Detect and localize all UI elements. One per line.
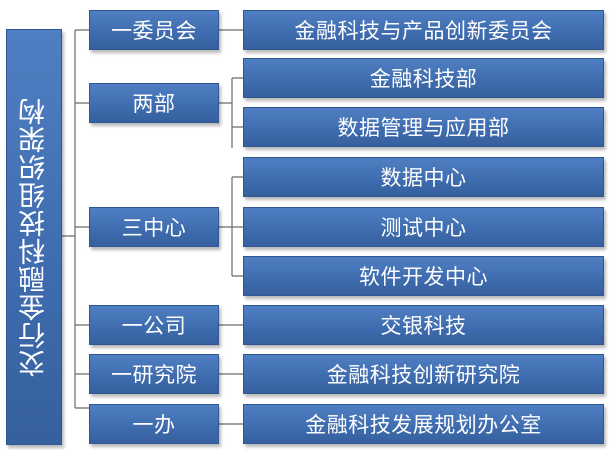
- unit-fintech-planning-office: 金融科技发展规划办公室: [243, 404, 604, 444]
- root-connector: [62, 29, 89, 409]
- unit-data-center: 数据中心: [243, 157, 604, 197]
- category-departments: 两部: [89, 83, 219, 123]
- category-office: 一办: [89, 404, 219, 444]
- category-committee: 一委员会: [89, 10, 219, 50]
- departments-connector: [219, 77, 243, 148]
- centers-connector: [219, 176, 243, 277]
- unit-data-management-department: 数据管理与应用部: [243, 107, 604, 147]
- category-centers: 三中心: [89, 207, 219, 247]
- root-title: 交行金融科技组织架构: [18, 97, 50, 377]
- category-institute: 一研究院: [89, 354, 219, 394]
- unit-software-dev-center: 软件开发中心: [243, 256, 604, 296]
- category-company: 一公司: [89, 305, 219, 345]
- unit-fintech-product-innovation-committee: 金融科技与产品创新委员会: [243, 10, 604, 50]
- unit-testing-center: 测试中心: [243, 207, 604, 247]
- unit-fintech-research-institute: 金融科技创新研究院: [243, 354, 604, 394]
- unit-bocom-tech: 交银科技: [243, 305, 604, 345]
- unit-fintech-department: 金融科技部: [243, 58, 604, 98]
- root-node: 交行金融科技组织架构: [6, 29, 62, 445]
